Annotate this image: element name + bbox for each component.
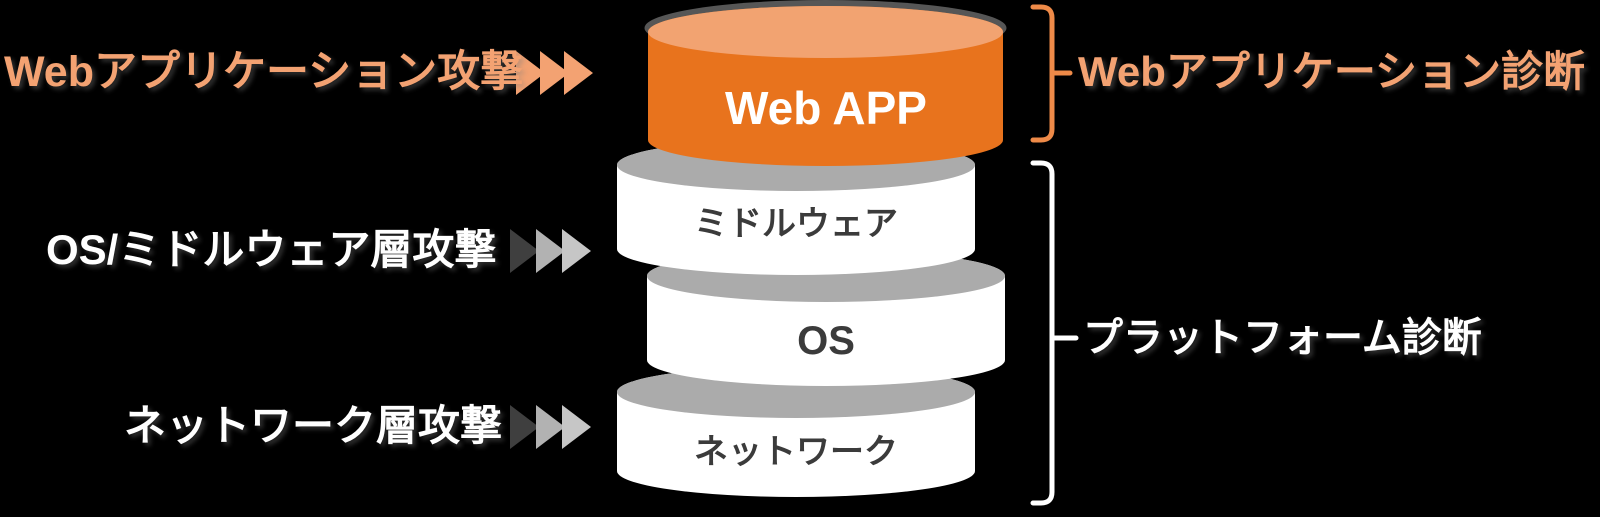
diagnosis-label-web-application: Webアプリケーション診断	[1078, 48, 1586, 95]
layer-label-webapp: Web APP	[725, 82, 927, 134]
diagnosis-label-platform: プラットフォーム診断	[1083, 316, 1482, 360]
cylinder-network	[617, 366, 975, 497]
arrow-right-icon	[516, 51, 545, 95]
webapp-cylinder-top	[648, 6, 1003, 58]
attack-arrows-os-middleware	[510, 229, 591, 273]
attack-arrows-network	[510, 405, 591, 449]
arrow-right-icon	[564, 51, 593, 95]
layer-label-os: OS	[797, 319, 855, 363]
layer-label-network: ネットワーク	[694, 433, 898, 471]
arrow-right-icon	[540, 51, 569, 95]
arrow-right-icon	[562, 405, 591, 449]
attack-label-network: ネットワーク層攻撃	[124, 402, 503, 449]
layer-label-middleware: ミドルウェア	[694, 205, 898, 243]
arrow-right-icon	[536, 229, 565, 273]
cylinder-webapp	[644, 0, 1007, 166]
bracket-platform-diagnosis-icon	[1030, 160, 1079, 506]
attack-arrows-webapp	[516, 51, 593, 95]
bracket-webapp-diagnosis-icon	[1030, 4, 1073, 143]
arrow-right-icon	[536, 405, 565, 449]
attack-label-web-application: Webアプリケーション攻撃	[4, 48, 524, 96]
arrow-right-icon	[562, 229, 591, 273]
arrow-right-icon	[510, 405, 539, 449]
attack-label-os-middleware: OS/ミドルウェア層攻撃	[46, 226, 497, 273]
arrow-right-icon	[510, 229, 539, 273]
